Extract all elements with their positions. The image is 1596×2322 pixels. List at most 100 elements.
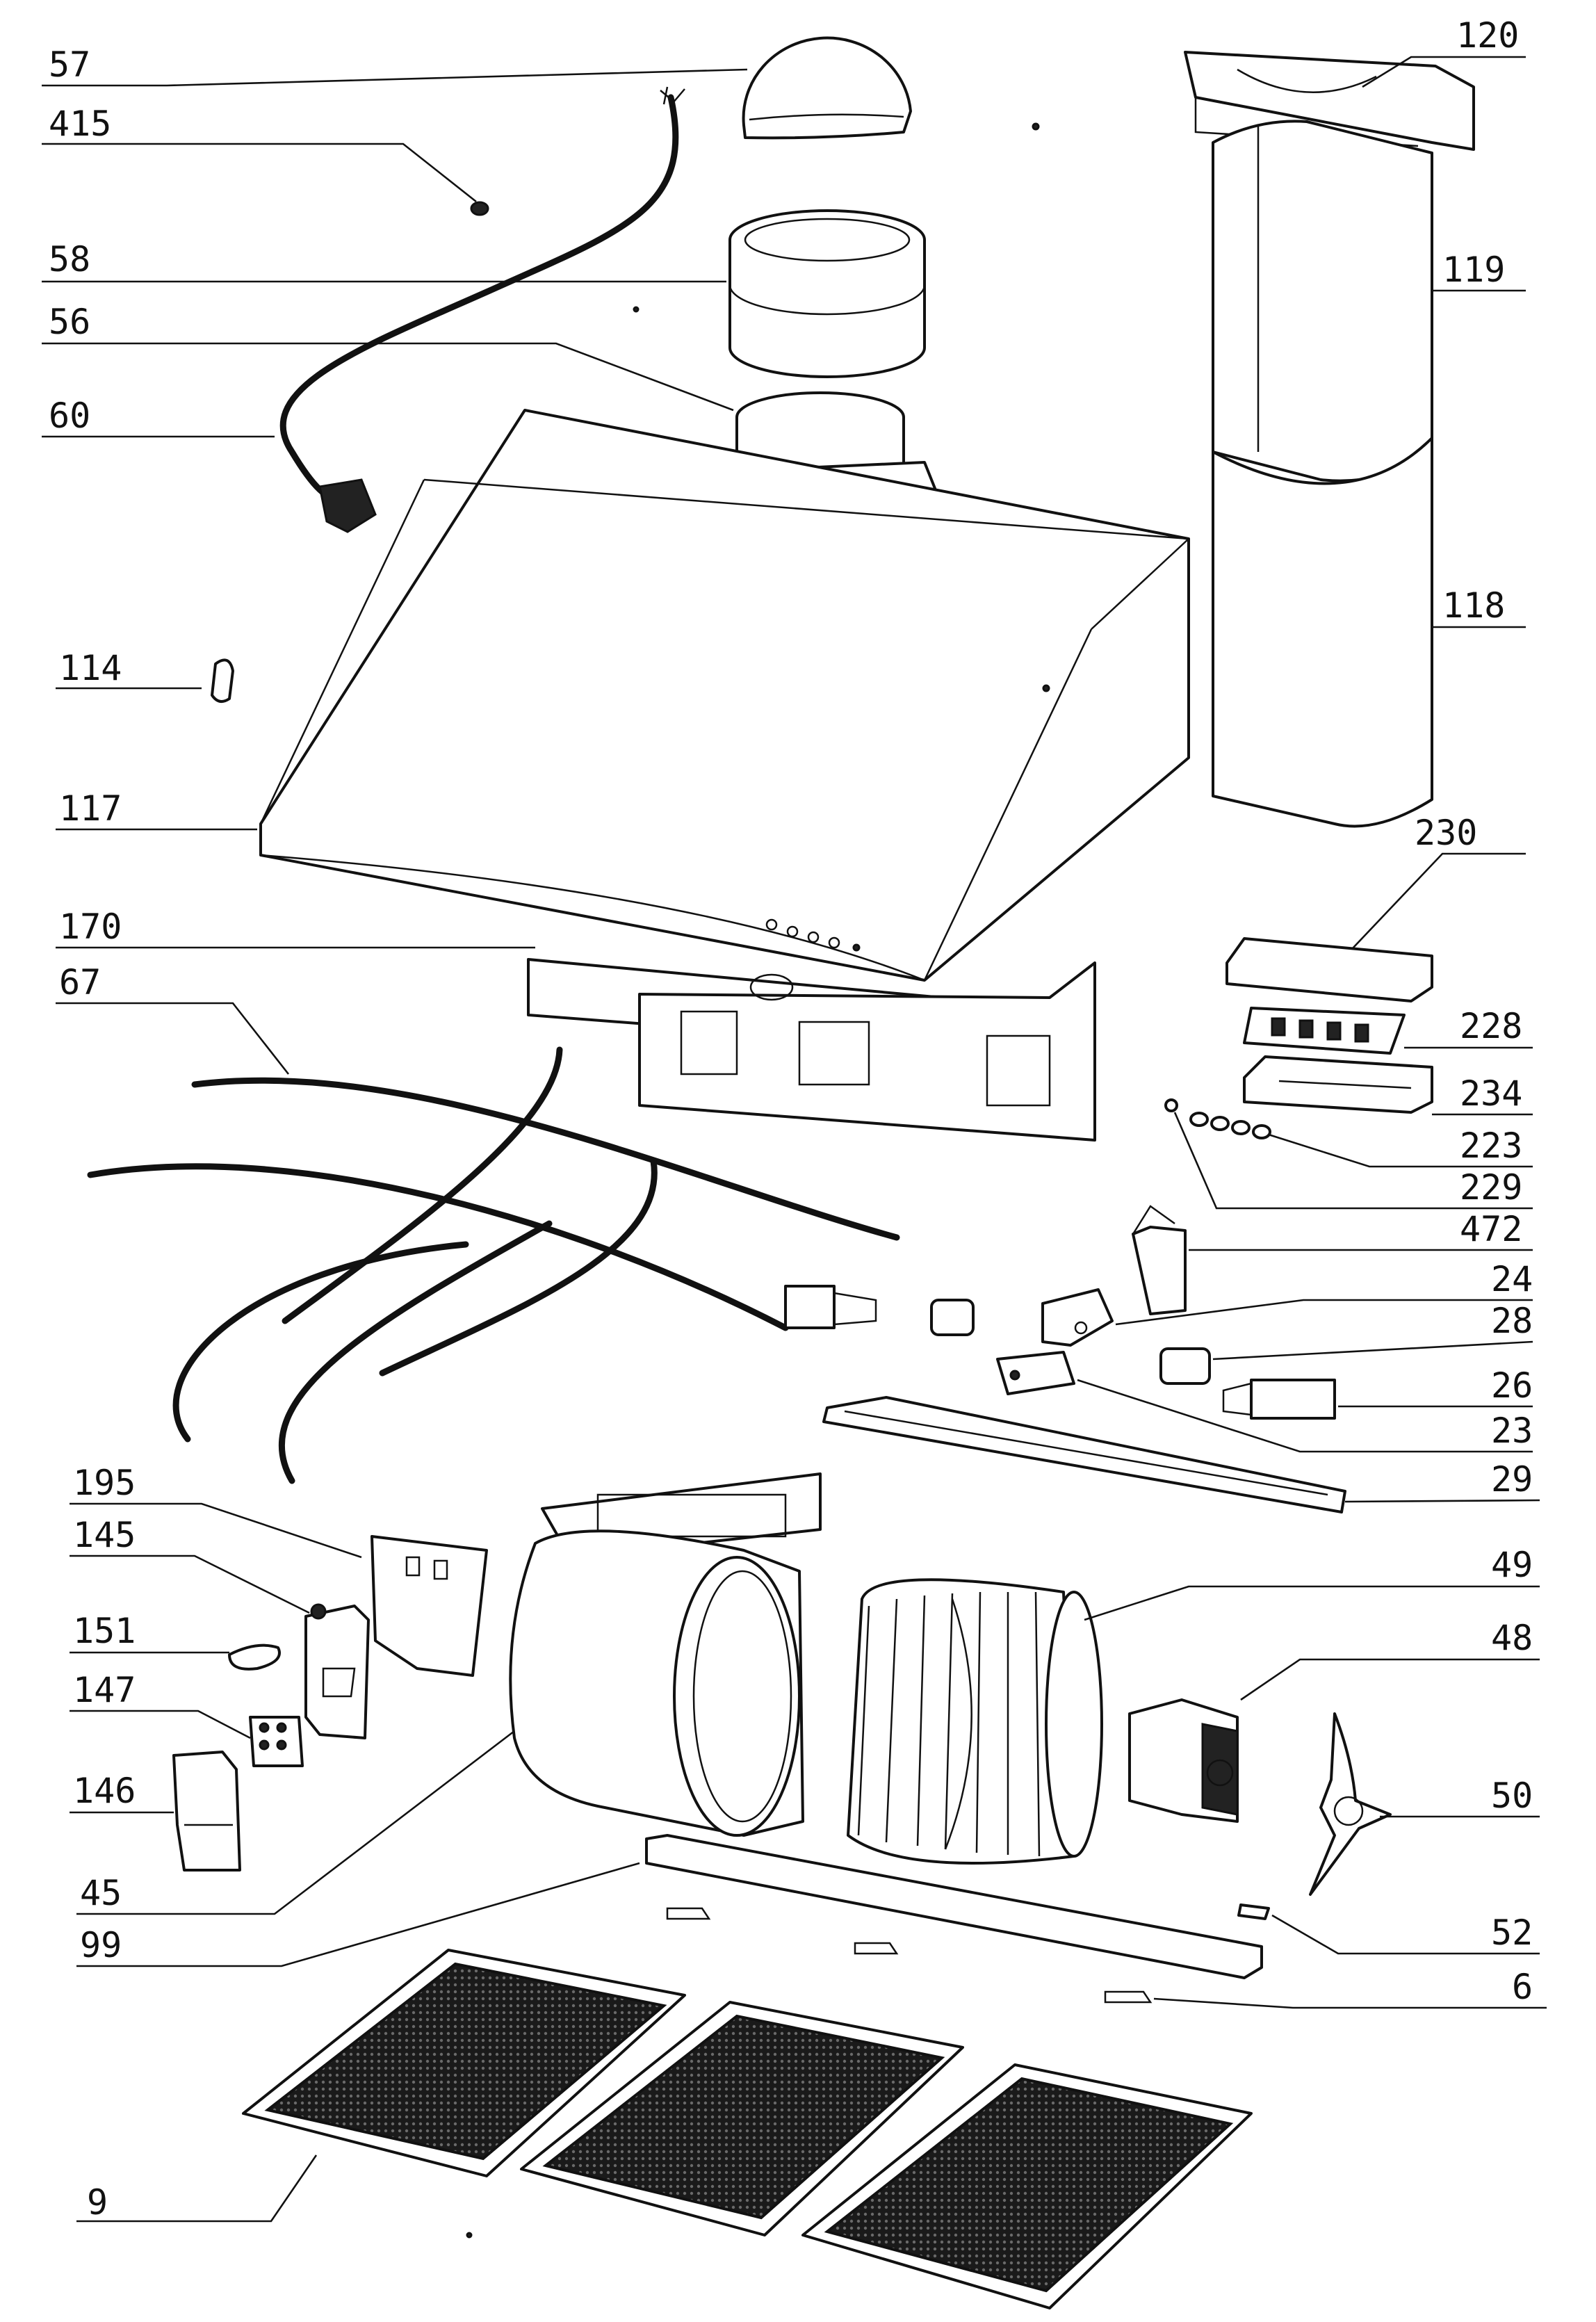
callout-415: 415 [42,104,477,203]
part-48-motor [1128,1698,1239,1823]
part-50-motor-bracket [1309,1712,1392,1896]
svg-text:99: 99 [80,1925,122,1965]
part-99-mounting-rail [645,1834,1263,1979]
part-49-fan-wheel [847,1578,1103,1865]
callout-120: 120 [1362,15,1526,88]
part-52-small-clip [1237,1903,1270,1920]
callout-45: 45 [76,1730,515,1915]
svg-text:415: 415 [49,104,111,144]
callout-9: 9 [76,2154,318,2223]
callout-114: 114 [56,648,202,690]
svg-text:57: 57 [49,44,90,85]
part-230-light-cover [1226,937,1433,1002]
callout-223: 223 [1268,1126,1533,1168]
callout-24: 24 [1115,1259,1533,1326]
callout-50: 50 [1380,1776,1540,1818]
part-223-229-buttons [1164,1098,1271,1139]
callout-145: 145 [70,1515,310,1614]
callout-229: 229 [1173,1112,1533,1210]
part-114-clip [211,658,234,703]
part-29-lamp-strip [822,1396,1346,1513]
part-45-blower-housing [509,1472,822,1837]
callout-60: 60 [42,396,275,438]
callout-48: 48 [1240,1618,1540,1701]
svg-text:223: 223 [1460,1126,1522,1166]
callout-472: 472 [1189,1209,1533,1251]
callout-49: 49 [1084,1545,1540,1621]
part-472-small-box [1132,1205,1187,1315]
callout-26: 26 [1338,1365,1533,1408]
part-6-clips [666,1907,1153,2004]
svg-text:472: 472 [1460,1209,1522,1249]
svg-text:29: 29 [1491,1459,1533,1500]
part-151-ferrite [228,1643,281,1671]
callout-228: 228 [1404,1006,1533,1049]
callout-67: 67 [56,962,290,1075]
svg-text:234: 234 [1460,1073,1522,1114]
svg-text:117: 117 [59,788,122,829]
svg-text:24: 24 [1491,1259,1533,1299]
svg-text:50: 50 [1491,1776,1533,1816]
scan-specks [466,122,1040,2239]
callout-118: 118 [1432,585,1526,628]
part-119-upper-chimney [1212,120,1433,482]
part-9-grease-filters [242,1949,1253,2309]
callout-52: 52 [1271,1913,1540,1955]
svg-text:23: 23 [1491,1411,1533,1451]
svg-text:170: 170 [59,907,122,947]
part-170-inner-panel [527,958,1096,1142]
part-195-cover-plate [370,1535,488,1677]
callout-29: 29 [1344,1459,1540,1503]
svg-text:228: 228 [1460,1006,1522,1046]
callout-151: 151 [70,1611,229,1654]
part-58-duct-ring [728,209,926,378]
svg-text:147: 147 [73,1670,136,1710]
callout-147: 147 [70,1670,251,1739]
svg-text:120: 120 [1456,15,1519,56]
svg-text:119: 119 [1442,250,1505,290]
part-147-terminal-block [249,1716,304,1767]
part-146-connector-cover [172,1751,241,1872]
callout-58: 58 [42,239,726,283]
svg-text:145: 145 [73,1515,136,1555]
callout-119: 119 [1432,250,1526,292]
svg-text:28: 28 [1491,1301,1533,1341]
part-415-screw [470,201,489,216]
part-117-hood-body [259,409,1190,982]
svg-text:146: 146 [73,1771,136,1811]
callout-28: 28 [1212,1301,1533,1361]
svg-text:195: 195 [73,1463,136,1503]
svg-text:52: 52 [1491,1913,1533,1953]
svg-text:48: 48 [1491,1618,1533,1658]
callout-234: 234 [1432,1073,1533,1116]
callout-56: 56 [42,302,734,412]
callout-99: 99 [76,1862,640,1967]
callout-230: 230 [1351,813,1526,950]
part-60-power-cable [279,86,685,533]
callout-6: 6 [1153,1967,1547,2009]
svg-text:118: 118 [1442,585,1505,626]
callout-195: 195 [70,1463,362,1559]
svg-text:229: 229 [1460,1167,1522,1208]
part-145-pcb [304,1603,370,1739]
svg-text:67: 67 [59,962,101,1002]
svg-text:60: 60 [49,396,90,436]
svg-text:49: 49 [1491,1545,1533,1585]
svg-text:58: 58 [49,239,90,279]
svg-text:26: 26 [1491,1365,1533,1406]
part-234-switch-housing [1243,1055,1433,1114]
svg-text:151: 151 [73,1611,136,1651]
part-67-wires [87,1046,900,1484]
svg-text:45: 45 [80,1873,122,1913]
part-118-lower-chimney [1212,437,1433,828]
svg-text:114: 114 [59,648,122,688]
callout-57: 57 [42,44,748,87]
part-228-switch-panel [1243,1007,1406,1055]
svg-text:6: 6 [1512,1967,1533,2007]
callout-146: 146 [70,1771,174,1814]
svg-text:56: 56 [49,302,90,342]
part-57-dome-cap [742,36,912,140]
svg-text:230: 230 [1415,813,1477,853]
callout-170: 170 [56,907,535,949]
